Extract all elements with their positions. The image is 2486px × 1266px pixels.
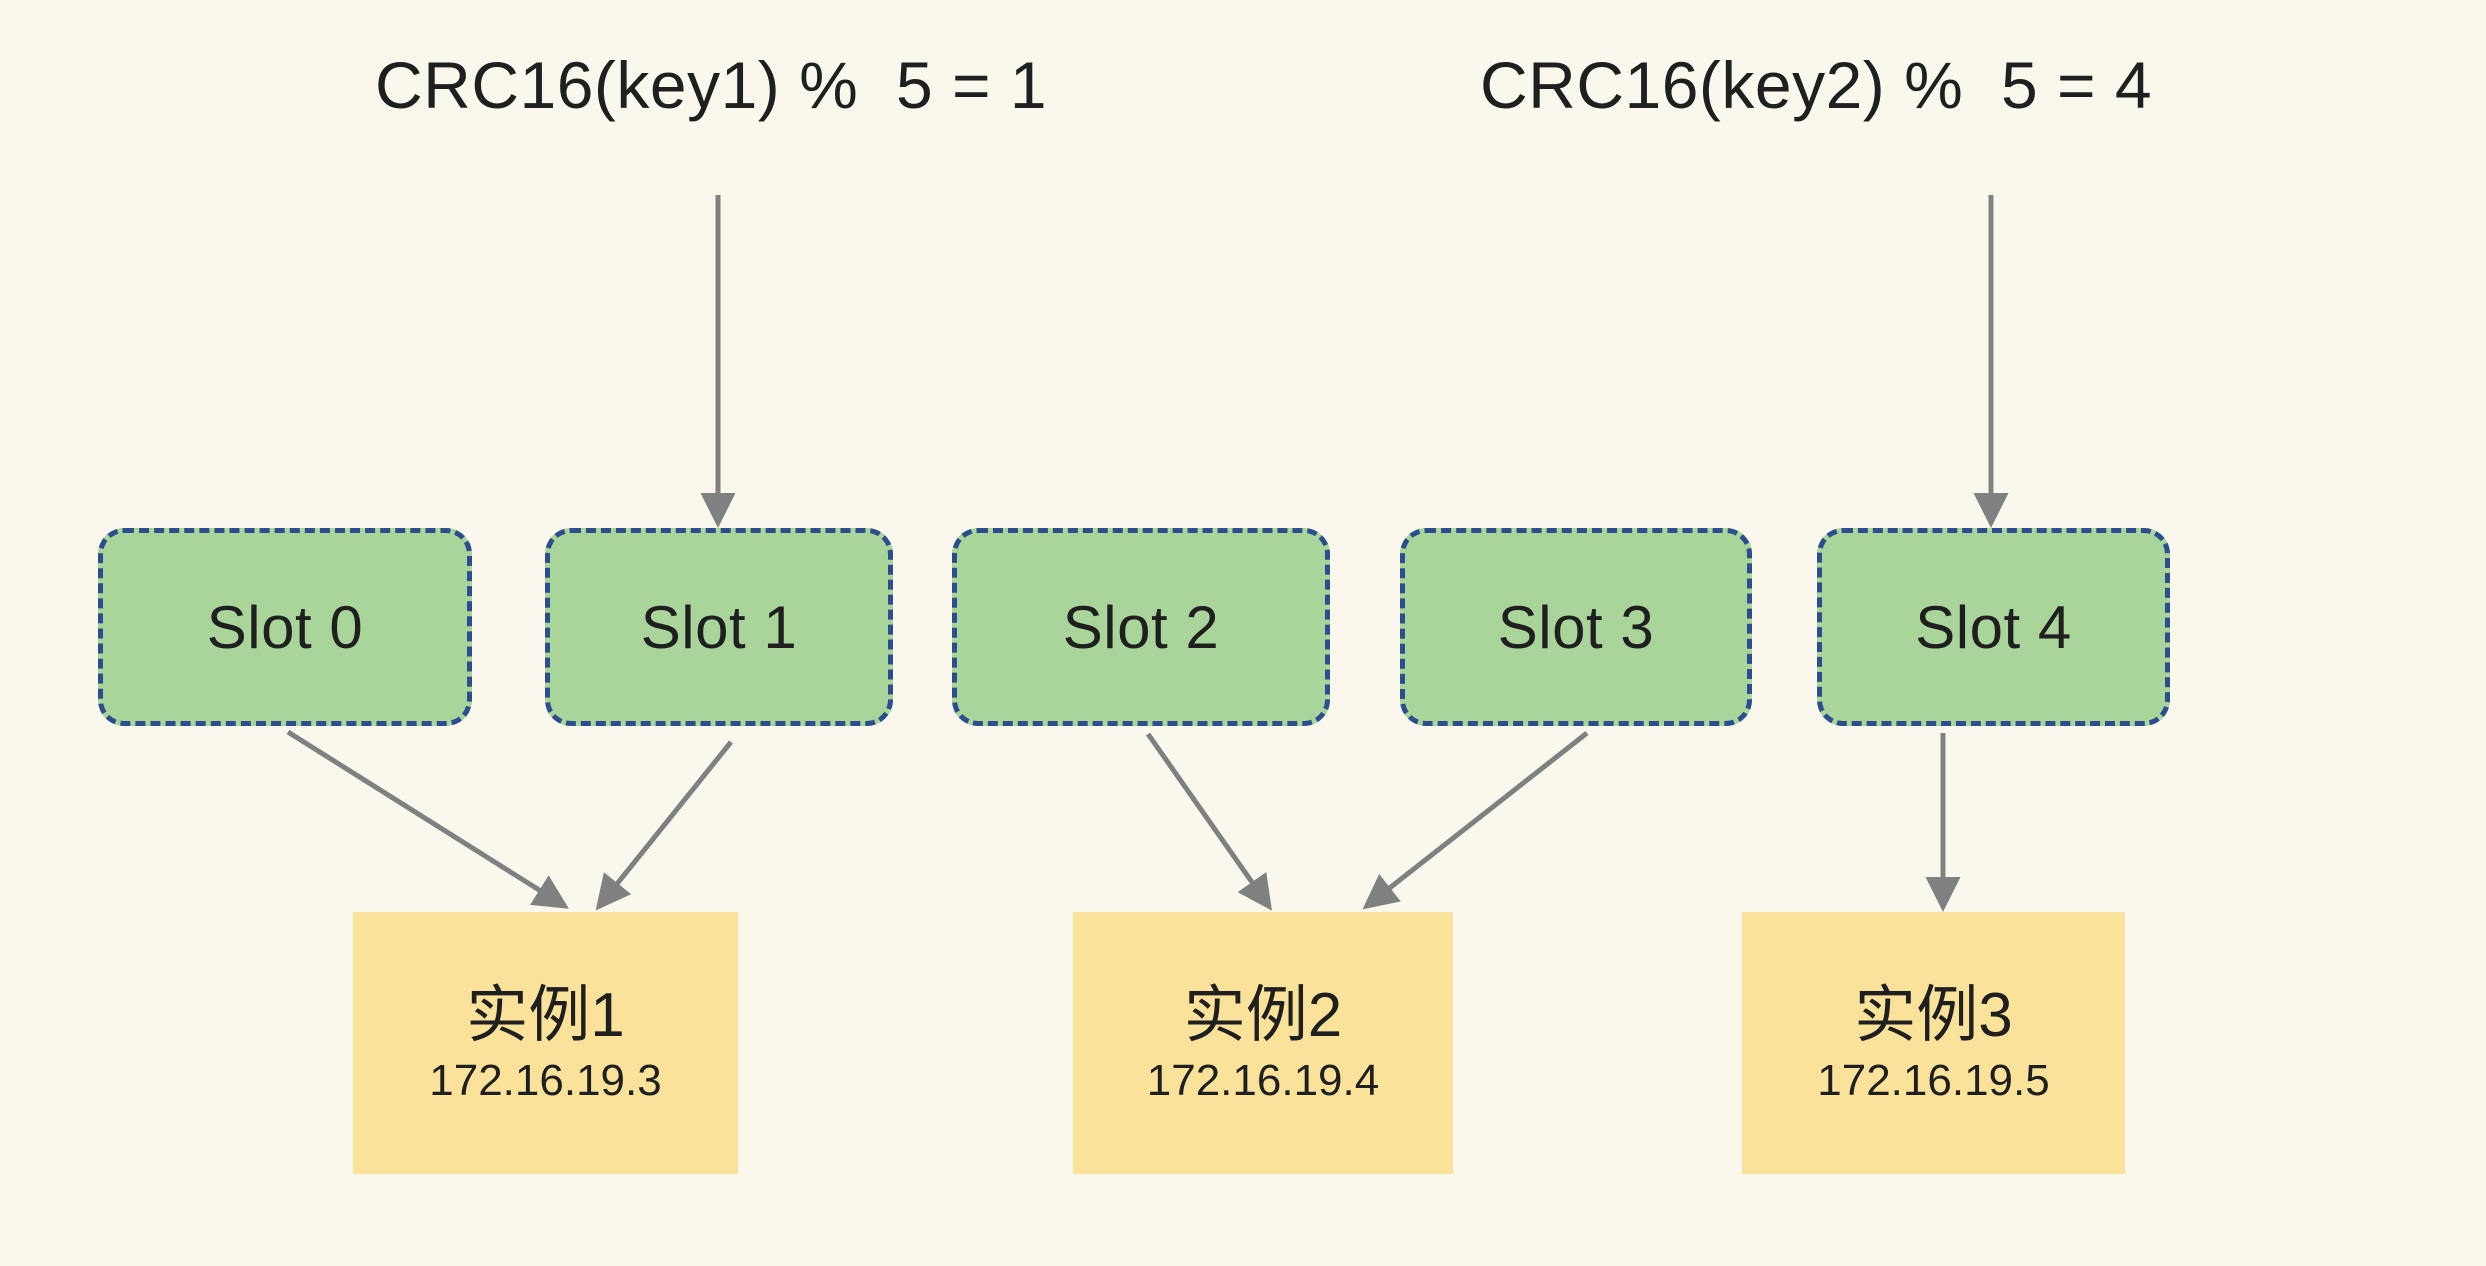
slot-label-0: Slot 0: [206, 593, 364, 661]
arrow-slot0-to-instance1: [286, 729, 569, 909]
instance-title-2: 实例2: [1183, 981, 1343, 1051]
slot-label-2: Slot 2: [1062, 593, 1220, 661]
arrow-slot2-to-instance2: [1145, 732, 1273, 911]
arrow-slot1-to-instance1: [595, 740, 733, 911]
instance-address-3: 172.16.19.5: [1817, 1055, 2050, 1105]
instance-box-2[interactable]: 实例2 172.16.19.4: [1073, 912, 1453, 1174]
slot-label-1: Slot 1: [640, 593, 798, 661]
formula-key2: CRC16(key2) % 5 = 4: [1480, 48, 2153, 122]
slot-box-1[interactable]: Slot 1: [545, 528, 893, 726]
instance-address-2: 172.16.19.4: [1146, 1055, 1380, 1105]
instance-title-1: 实例1: [466, 981, 625, 1051]
slot-label-4: Slot 4: [1915, 593, 2072, 661]
slot-box-3[interactable]: Slot 3: [1400, 528, 1752, 726]
slot-box-4[interactable]: Slot 4: [1817, 528, 2170, 726]
slot-box-2[interactable]: Slot 2: [952, 528, 1330, 726]
arrow-slot3-to-instance2: [1362, 731, 1589, 910]
formula-key1: CRC16(key1) % 5 = 1: [375, 48, 1048, 122]
instance-title-3: 实例3: [1854, 981, 2013, 1051]
instance-address-1: 172.16.19.3: [429, 1055, 662, 1105]
slot-label-3: Slot 3: [1497, 593, 1655, 661]
slot-box-0[interactable]: Slot 0: [98, 528, 472, 726]
instance-box-1[interactable]: 实例1 172.16.19.3: [353, 912, 738, 1174]
instance-box-3[interactable]: 实例3 172.16.19.5: [1742, 912, 2125, 1174]
